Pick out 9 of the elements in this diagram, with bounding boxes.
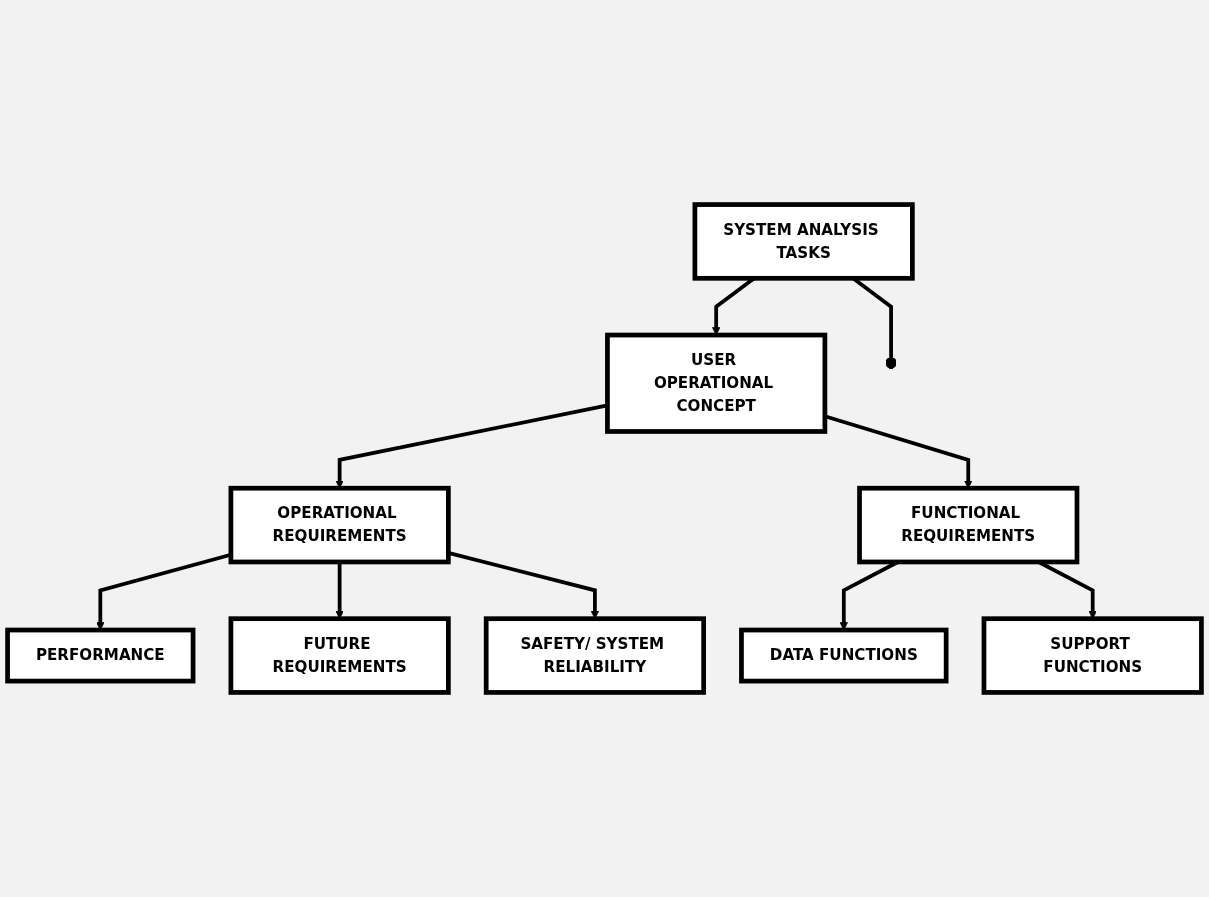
node-box: SYSTEM ANALYSIS TASKS bbox=[692, 202, 915, 281]
node-box: USER OPERATIONAL CONCEPT bbox=[605, 332, 828, 434]
node-box: OPERATIONAL REQUIREMENTS bbox=[228, 485, 451, 565]
node-box: FUNCTIONAL REQUIREMENTS bbox=[857, 485, 1080, 565]
node-box: SUPPORT FUNCTIONS bbox=[981, 616, 1204, 695]
node-box: SAFETY/ SYSTEM RELIABILITY bbox=[483, 616, 706, 695]
node-box: FUTURE REQUIREMENTS bbox=[228, 616, 451, 695]
node-box: PERFORMANCE bbox=[5, 627, 196, 684]
node-box: DATA FUNCTIONS bbox=[739, 627, 949, 684]
